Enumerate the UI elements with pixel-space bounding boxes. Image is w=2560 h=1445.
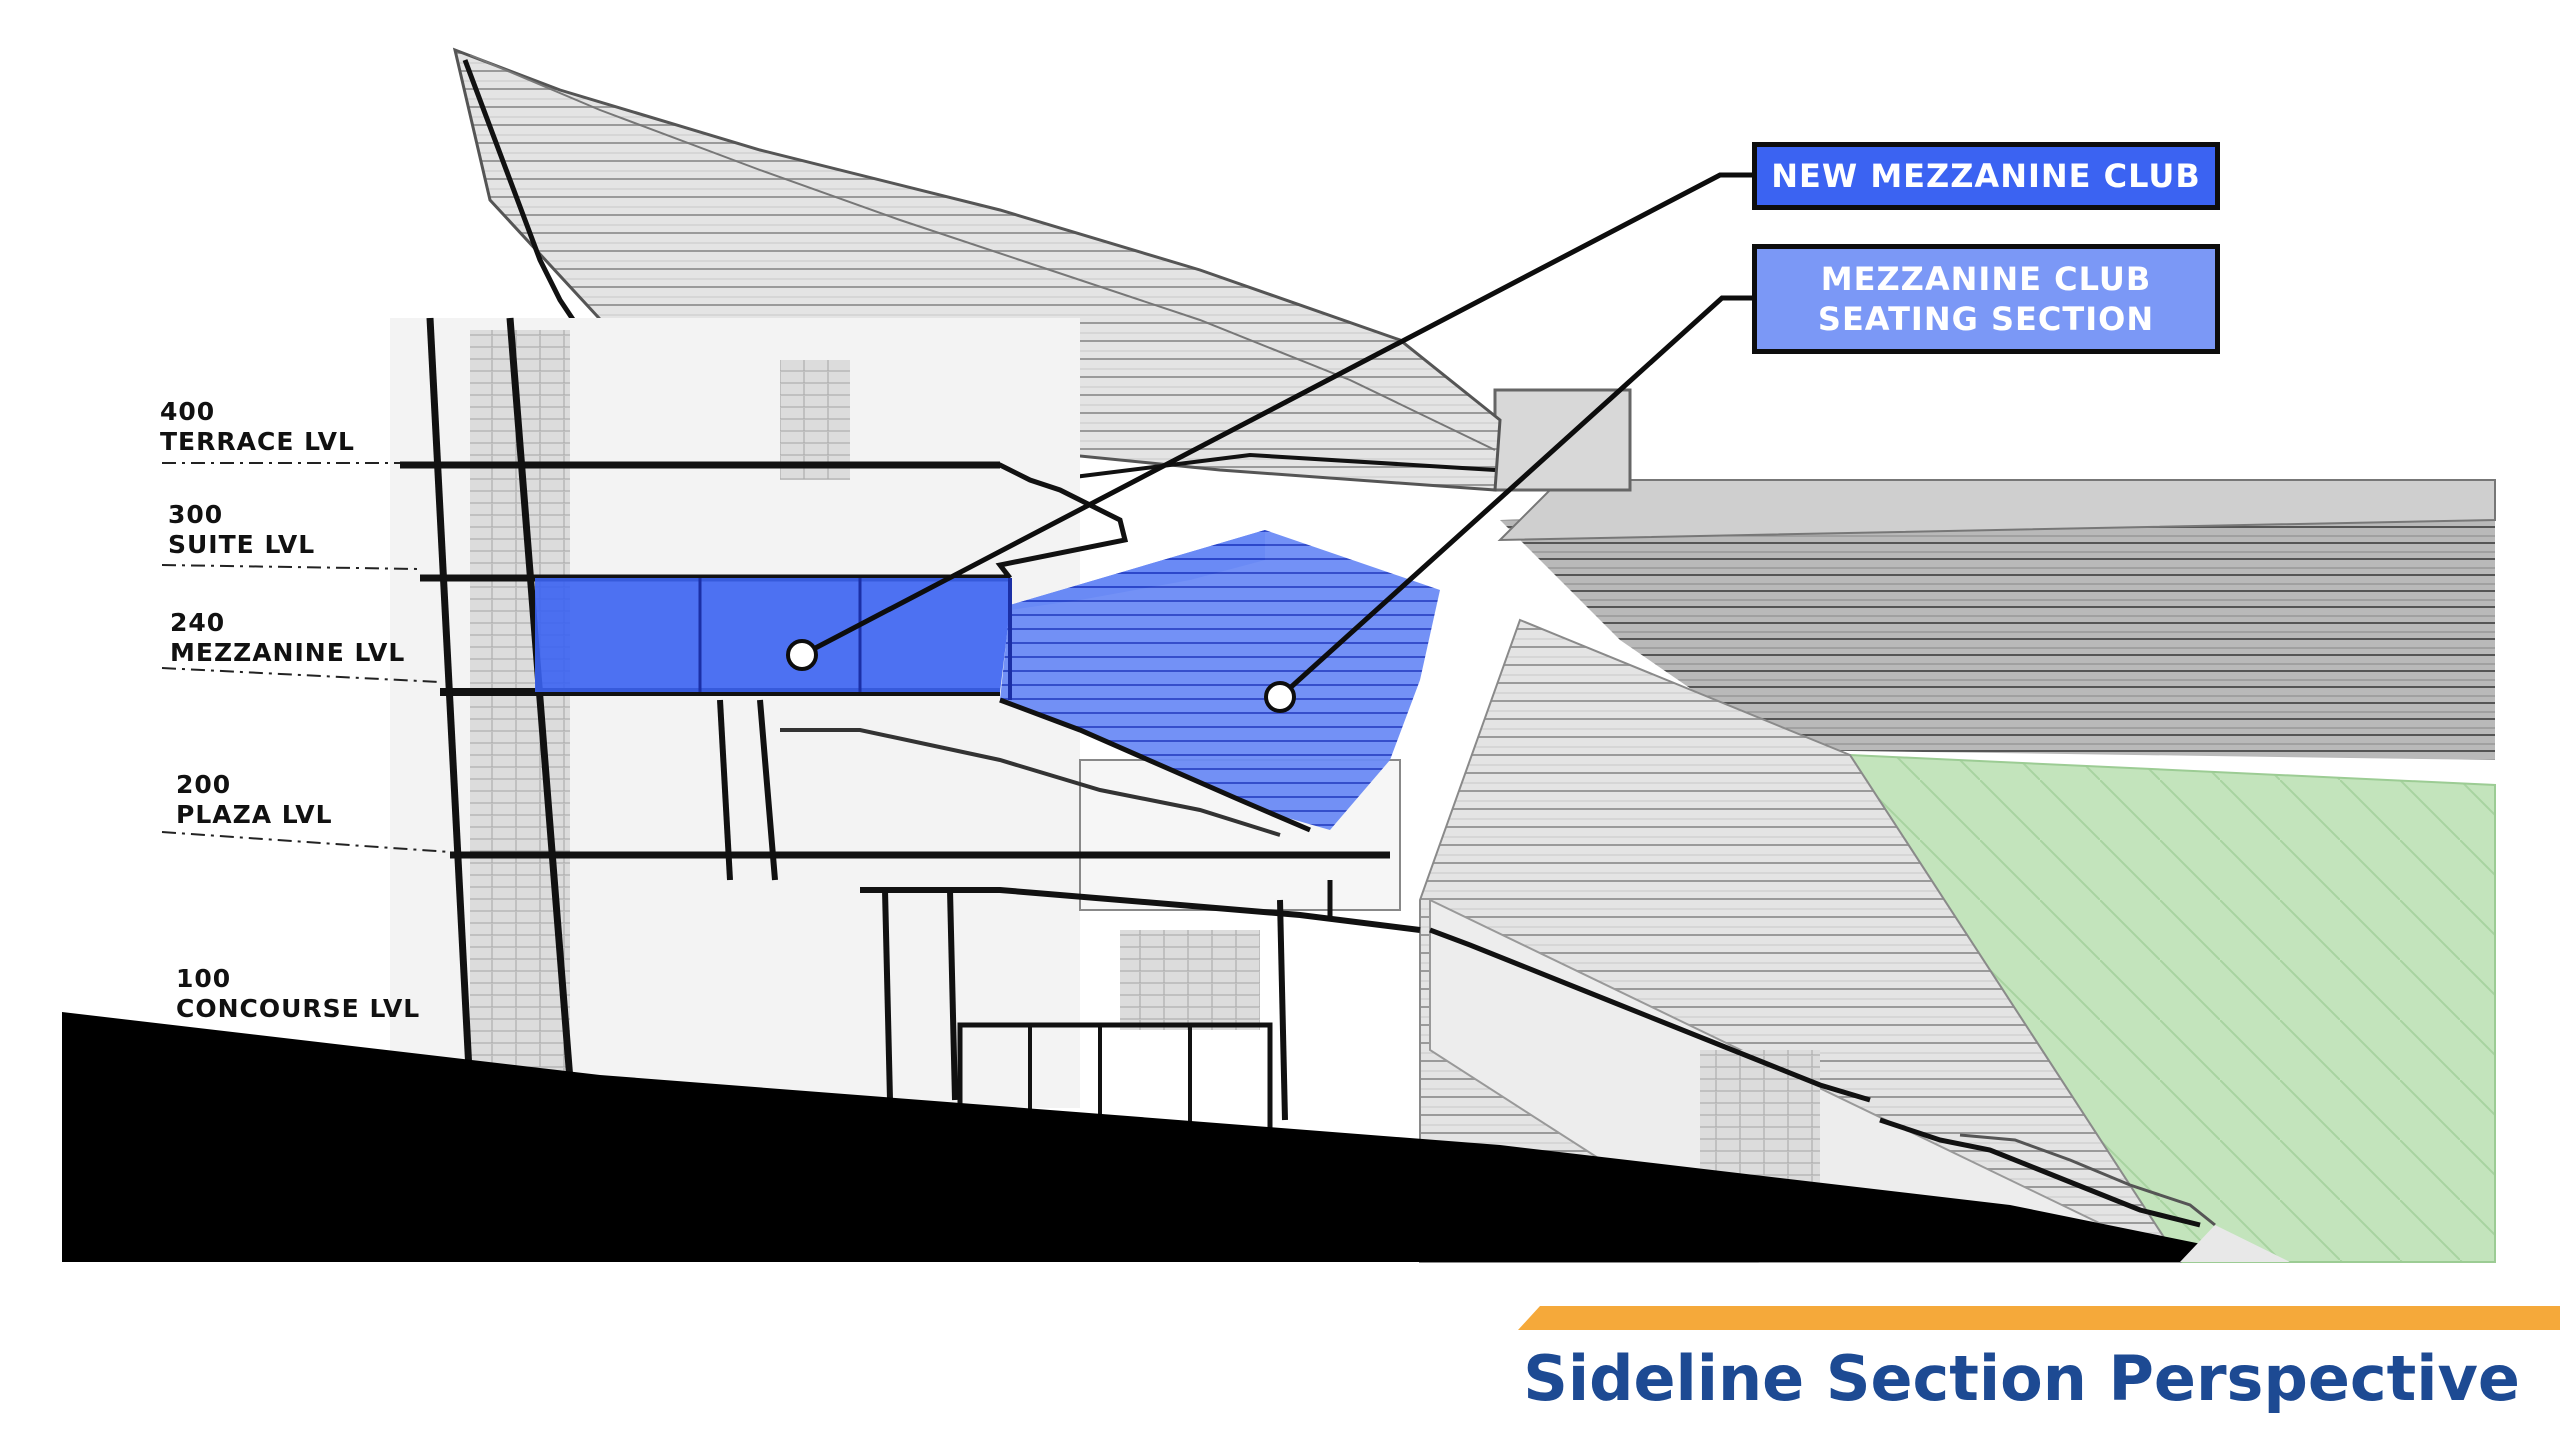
seating-marker — [1264, 681, 1296, 713]
page-title: Sideline Section Perspective — [1523, 1342, 2520, 1415]
level-label-terrace: 400 TERRACE LVL — [160, 397, 355, 457]
callout-mezzanine-seating: MEZZANINE CLUB SEATING SECTION — [1752, 244, 2220, 354]
stair-rakes — [1429, 927, 2216, 1228]
level-label-concourse: 100 CONCOURSE LVL — [176, 964, 420, 1024]
level-name: PLAZA LVL — [176, 800, 333, 829]
level-label-suite: 300 SUITE LVL — [168, 500, 315, 560]
club-marker — [786, 639, 818, 671]
level-number: 100 — [176, 964, 232, 993]
callout-new-mezzanine-club: NEW MEZZANINE CLUB — [1752, 142, 2220, 210]
level-label-plaza: 200 PLAZA LVL — [176, 770, 333, 830]
level-number: 200 — [176, 770, 232, 799]
ground-section — [62, 1012, 2290, 1262]
level-number: 400 — [160, 397, 216, 426]
level-name: TERRACE LVL — [160, 427, 355, 456]
level-number: 240 — [170, 608, 226, 637]
level-label-mezzanine: 240 MEZZANINE LVL — [170, 608, 405, 668]
far-stands — [1493, 388, 2496, 760]
callout-club-label: NEW MEZZANINE CLUB — [1771, 157, 2201, 195]
level-name: CONCOURSE LVL — [176, 994, 421, 1023]
callout-seating-line1: MEZZANINE CLUB — [1820, 260, 2152, 298]
level-name: SUITE LVL — [168, 530, 316, 559]
level-name: MEZZANINE LVL — [170, 638, 406, 667]
field-edge — [2180, 1225, 2290, 1262]
accent-bar — [1518, 1306, 2560, 1330]
level-lines — [161, 462, 451, 853]
callout-seating-line2: SEATING SECTION — [1817, 300, 2155, 338]
callout-leaders — [800, 172, 1752, 699]
mezzanine-club-highlight — [535, 530, 1440, 833]
level-number: 300 — [168, 500, 224, 529]
